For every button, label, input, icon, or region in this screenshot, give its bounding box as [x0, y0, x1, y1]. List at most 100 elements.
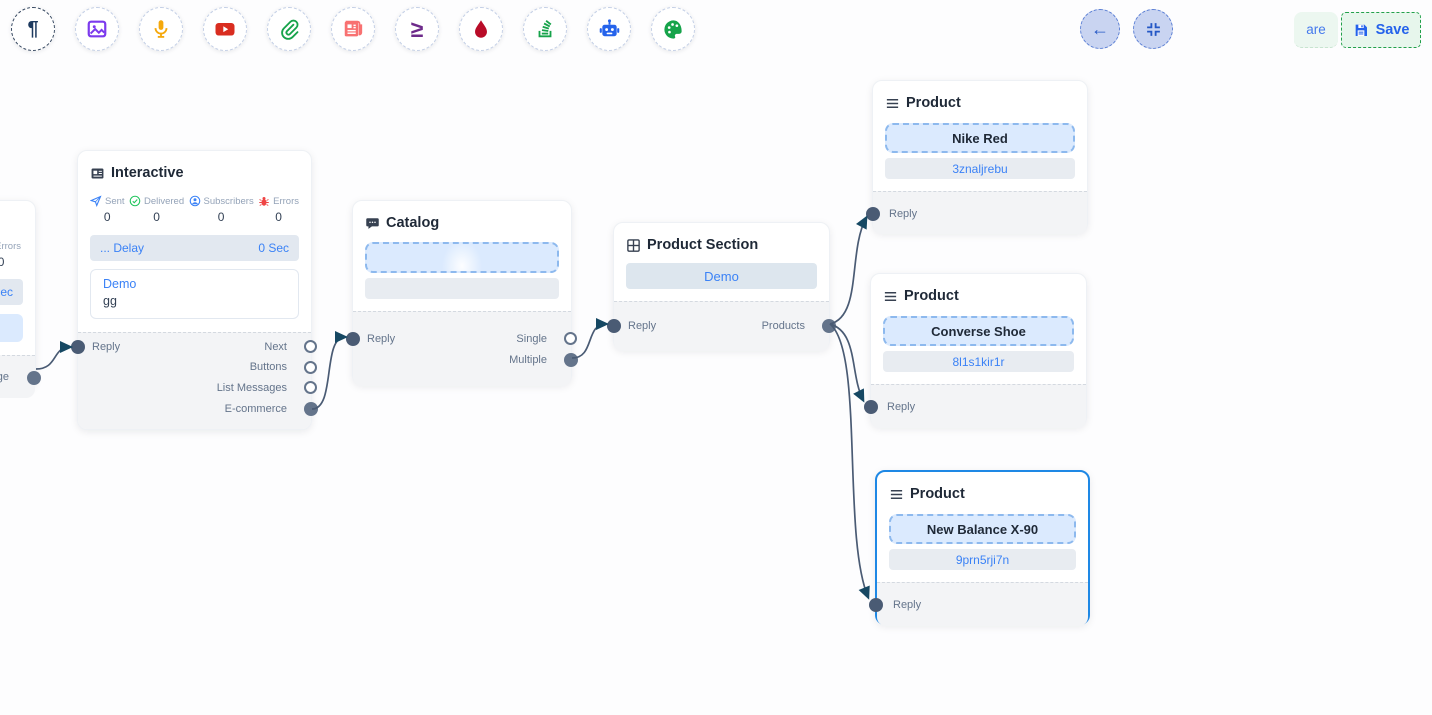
user-circle-icon — [189, 195, 201, 207]
product-retailer-id: 9prn5rji7n — [889, 549, 1076, 570]
edge-multiple-to-product-section[interactable] — [571, 318, 609, 359]
save-button[interactable]: Save — [1341, 12, 1421, 48]
output-handle-multiple[interactable] — [564, 353, 578, 367]
tool-video-button[interactable] — [203, 7, 247, 51]
input-handle-reply[interactable] — [71, 340, 85, 354]
fit-view-button[interactable] — [1133, 9, 1173, 49]
catalog-placeholder[interactable] — [365, 242, 559, 273]
node-title-text: Product — [910, 486, 965, 502]
output-label-single: Single — [516, 333, 547, 345]
input-label: Reply — [92, 341, 121, 353]
output-handle-list-messages[interactable] — [304, 381, 317, 394]
output-handle-buttons[interactable] — [304, 361, 317, 374]
node-title-text: Catalog — [386, 215, 440, 231]
back-arrow-icon: ← — [1091, 18, 1109, 39]
output-label-next: Next — [264, 341, 287, 353]
catalog-id-placeholder — [365, 278, 559, 299]
edge-ecommerce-to-catalog[interactable] — [311, 331, 348, 410]
tool-image-button[interactable] — [75, 7, 119, 51]
robot-icon — [598, 18, 621, 41]
input-label: Reply — [887, 401, 916, 413]
node-title-text: Product — [906, 95, 961, 111]
menu-icon — [885, 96, 900, 111]
product-section-node[interactable]: Product Section Demo Reply Products — [607, 222, 836, 351]
tool-droplet-button[interactable] — [459, 7, 503, 51]
stack-icon — [534, 18, 556, 40]
input-handle-reply[interactable] — [864, 400, 878, 414]
pilcrow-icon: ¶ — [27, 18, 39, 40]
compress-icon — [1145, 21, 1162, 38]
check-circle-icon — [129, 195, 141, 207]
input-label: Reply — [628, 320, 657, 332]
stat-errors: Errors 0 — [258, 195, 299, 227]
output-handle-single[interactable] — [564, 332, 577, 345]
tool-audio-button[interactable] — [139, 7, 183, 51]
greater-equal-icon: ≥ — [410, 15, 424, 42]
tool-news-button[interactable] — [331, 7, 375, 51]
product-name-box[interactable]: Nike Red — [885, 123, 1075, 153]
output-handle[interactable] — [27, 371, 41, 385]
section-demo-box[interactable]: Demo — [626, 263, 817, 289]
bug-icon — [258, 195, 270, 207]
product-retailer-id: 8l1s1kir1r — [883, 351, 1074, 372]
floppy-disk-icon — [1353, 22, 1369, 38]
input-handle-reply[interactable] — [869, 598, 883, 612]
input-handle-reply[interactable] — [346, 332, 360, 346]
message-box[interactable]: Demo gg — [90, 269, 299, 319]
back-button[interactable]: ← — [1080, 9, 1120, 49]
output-label-products: Products — [761, 320, 805, 332]
paperclip-icon — [278, 18, 300, 40]
delay-row[interactable]: 0 Sec — [0, 279, 23, 305]
stat-delivered: Delivered 0 — [129, 195, 184, 227]
interactive-node[interactable]: Interactive Sent 0 Delivered 0 Subscribe… — [71, 150, 318, 430]
message-node-partial[interactable]: Errors 0 0 Sec essage — [0, 200, 41, 398]
node-title-text: Product Section — [647, 237, 759, 253]
tool-stack-button[interactable] — [523, 7, 567, 51]
grid-icon — [626, 238, 641, 253]
output-handle-next[interactable] — [304, 340, 317, 353]
catalog-node[interactable]: Catalog Reply Single Multiple — [346, 200, 578, 386]
stats-row: Sent 0 Delivered 0 Subscribers 0 Errors … — [90, 195, 299, 227]
output-label-multiple: Multiple — [509, 354, 547, 366]
tool-bot-button[interactable] — [587, 7, 631, 51]
image-icon — [86, 18, 108, 40]
product-name-box[interactable]: New Balance X-90 — [889, 514, 1076, 544]
node-title-text: Interactive — [111, 165, 184, 181]
tool-condition-button[interactable]: ≥ — [395, 7, 439, 51]
palette-icon — [662, 18, 685, 41]
product-node-2[interactable]: Product Converse Shoe 8l1s1kir1r Reply — [864, 273, 1087, 428]
edge-products-to-product-1[interactable] — [829, 215, 868, 325]
share-button-partial[interactable]: are — [1294, 12, 1338, 48]
droplet-icon — [470, 18, 492, 40]
edge-message-to-interactive[interactable] — [35, 341, 73, 370]
output-label-list-messages: List Messages — [216, 382, 287, 394]
microphone-icon — [150, 18, 172, 40]
node-title-text: Product — [904, 288, 959, 304]
tool-text-button[interactable]: ¶ — [11, 7, 55, 51]
output-handle-ecommerce[interactable] — [304, 402, 318, 416]
newspaper-icon — [342, 18, 364, 40]
edge-products-to-product-2[interactable] — [829, 323, 865, 403]
output-label-ecommerce: E-commerce — [224, 403, 287, 415]
stat-errors: Errors 0 — [0, 241, 21, 269]
tool-attachment-button[interactable] — [267, 7, 311, 51]
output-label-buttons: Buttons — [249, 361, 287, 373]
product-node-1[interactable]: Product Nike Red 3znaljrebu Reply — [866, 80, 1088, 234]
canvas-actions: ← — [1080, 9, 1173, 49]
interactive-icon — [90, 166, 105, 181]
product-node-3[interactable]: Product New Balance X-90 9prn5rji7n Repl… — [869, 470, 1090, 626]
input-handle-reply[interactable] — [866, 207, 880, 221]
youtube-icon — [213, 17, 237, 41]
message-box-highlight[interactable] — [0, 314, 23, 342]
input-label: Reply — [889, 208, 918, 220]
output-label: essage — [0, 371, 9, 383]
paper-plane-icon — [90, 195, 102, 207]
edge-products-to-product-3[interactable] — [829, 323, 870, 600]
input-handle-reply[interactable] — [607, 319, 621, 333]
delay-row[interactable]: ... Delay 0 Sec — [90, 235, 299, 261]
element-toolbar: ¶ ≥ — [11, 7, 695, 51]
product-name-box[interactable]: Converse Shoe — [883, 316, 1074, 346]
input-label: Reply — [893, 599, 922, 611]
tool-palette-button[interactable] — [651, 7, 695, 51]
